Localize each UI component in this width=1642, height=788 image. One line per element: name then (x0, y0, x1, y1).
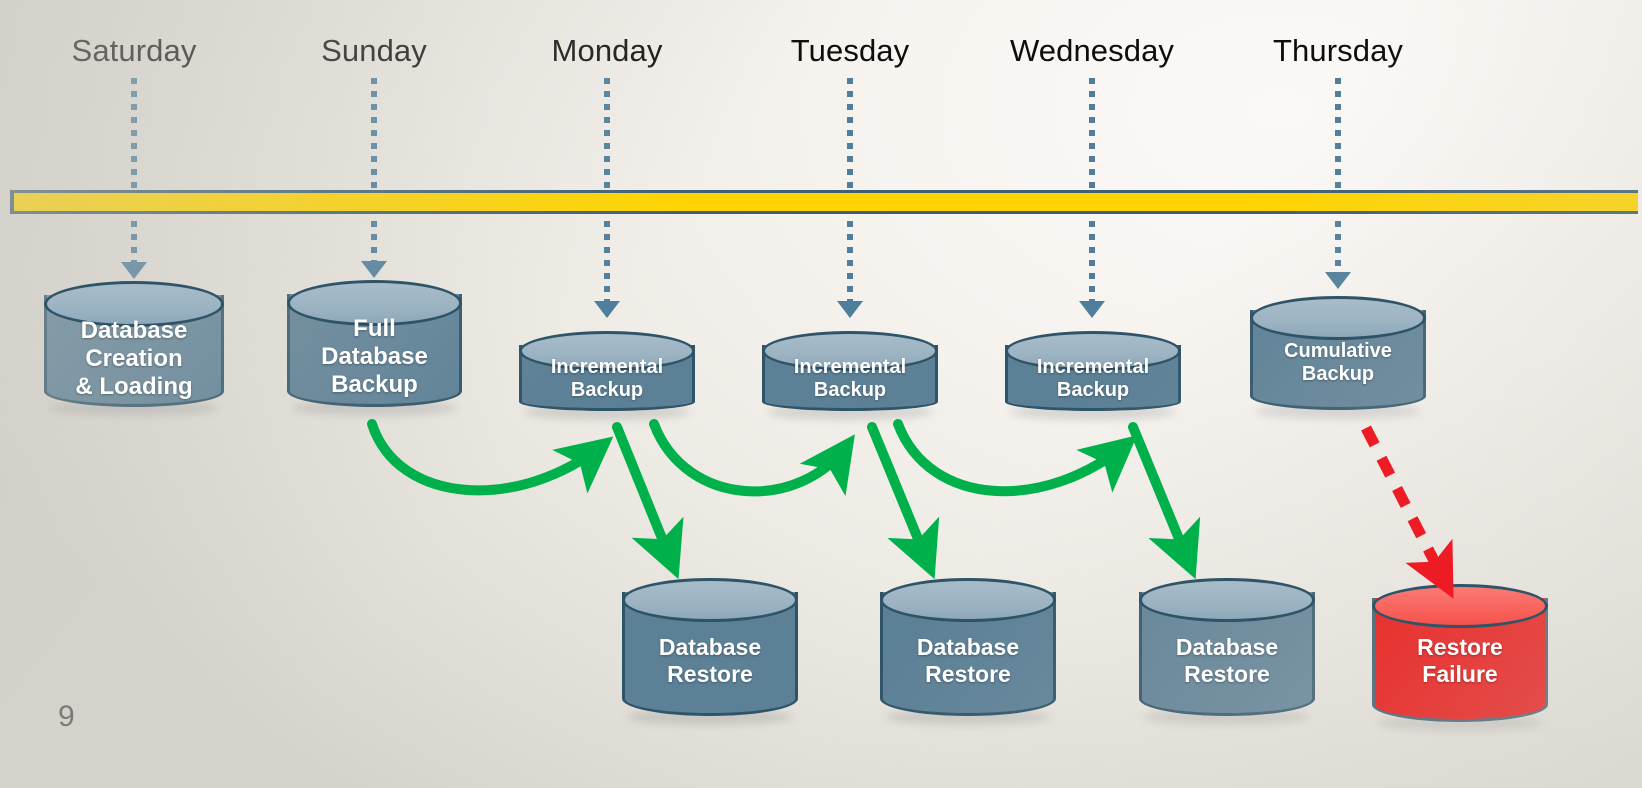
cylinder-label: Full Database Backup (287, 315, 462, 398)
page-number: 9 (58, 700, 75, 733)
cylinder-label-line: Full (353, 315, 396, 342)
cylinder-top (287, 280, 462, 326)
cylinder-top (1372, 584, 1548, 628)
cylinder-label-line: Database (1175, 634, 1279, 660)
day-label-wednesday: Wednesday (1009, 33, 1175, 68)
cylinder-label-line: Backup (1301, 363, 1375, 386)
dropper-line-thursday (1335, 78, 1341, 275)
cylinder-top (519, 331, 695, 371)
cylinder-label-line: Backup (1056, 379, 1130, 402)
cylinder-label-line: Failure (1422, 660, 1498, 687)
cylinder-label: Database Restore (622, 634, 798, 687)
cylinder-label-line: Database (321, 342, 428, 370)
cylinder-label-line: Incremental (550, 356, 664, 378)
cylinder-label-line: Cumulative (1284, 340, 1392, 362)
day-label-thursday: Thursday (1272, 33, 1404, 68)
arrow-tuesday-to-restore-2 (867, 422, 940, 580)
cylinder-label: Database Restore (880, 634, 1056, 687)
arrow-tuesday-to-wednesday (893, 419, 1138, 497)
arrow-full-backup-to-monday (367, 419, 614, 496)
cylinder-label: Incremental Backup (1005, 356, 1181, 402)
cylinder-top (880, 578, 1056, 622)
cylinder-top (1139, 578, 1315, 622)
cylinder-restore-failure[interactable]: Restore Failure (1372, 584, 1548, 731)
dropper-arrow-wednesday (1079, 301, 1105, 318)
cylinder-incremental-backup-monday[interactable]: Incremental Backup (519, 331, 695, 420)
cylinder-top (44, 281, 224, 327)
arrow-monday-to-restore-1 (612, 422, 684, 580)
cylinder-label-line: Backup (570, 379, 644, 402)
cylinder-label-line: Database (80, 317, 188, 344)
cylinder-top (1250, 296, 1426, 340)
cylinder-label-line: Incremental (1036, 356, 1150, 378)
cylinder-cumulative-backup[interactable]: Cumulative Backup (1250, 296, 1426, 419)
dropper-line-saturday (131, 78, 137, 265)
day-label-monday: Monday (551, 33, 663, 68)
day-label-saturday: Saturday (71, 33, 197, 68)
cylinder-label: Incremental Backup (519, 356, 695, 402)
cylinder-label-line: Restore (667, 660, 753, 687)
timeline-bar-left-cap (10, 190, 14, 214)
cylinder-top (762, 331, 938, 371)
cylinder-label-line: Database (658, 634, 762, 660)
cylinder-label-line: Backup (331, 370, 418, 398)
cylinder-database-restore-2[interactable]: Database Restore (880, 578, 1056, 725)
cylinder-full-database-backup[interactable]: Full Database Backup (287, 280, 462, 416)
cylinder-label: Restore Failure (1372, 634, 1548, 687)
cylinder-incremental-backup-wednesday[interactable]: Incremental Backup (1005, 331, 1181, 420)
dropper-arrow-sunday (361, 261, 387, 278)
dropper-arrow-tuesday (837, 301, 863, 318)
cylinder-label-line: Creation (85, 344, 183, 372)
cylinder-label-line: Restore (1417, 634, 1503, 660)
dropper-arrow-monday (594, 301, 620, 318)
cylinder-label: Database Creation & Loading (44, 317, 224, 400)
cylinder-database-restore-3[interactable]: Database Restore (1139, 578, 1315, 725)
arrow-wednesday-to-restore-3 (1128, 422, 1201, 580)
cylinder-label-line: Backup (813, 379, 887, 402)
arrow-monday-to-tuesday (649, 419, 855, 497)
cylinder-label: Cumulative Backup (1250, 340, 1426, 386)
cylinder-label-line: Database (916, 634, 1020, 660)
cylinder-label-line: Restore (925, 660, 1011, 687)
cylinder-label: Incremental Backup (762, 356, 938, 402)
cylinder-database-restore-1[interactable]: Database Restore (622, 578, 798, 725)
day-label-sunday: Sunday (321, 33, 427, 68)
arrow-cumulative-to-restore-failure (1361, 425, 1454, 599)
cylinder-label-line: Incremental (793, 356, 907, 378)
cylinder-label-line: Restore (1184, 660, 1270, 687)
cylinder-top (1005, 331, 1181, 371)
cylinder-label: Database Restore (1139, 634, 1315, 687)
cylinder-database-creation-loading[interactable]: Database Creation & Loading (44, 281, 224, 416)
cylinder-label-line: & Loading (75, 372, 193, 400)
dropper-arrow-thursday (1325, 272, 1351, 289)
cylinder-incremental-backup-tuesday[interactable]: Incremental Backup (762, 331, 938, 420)
timeline-bar (10, 190, 1638, 214)
day-label-tuesday: Tuesday (790, 33, 910, 68)
cylinder-top (622, 578, 798, 622)
dropper-line-sunday (371, 78, 377, 264)
dropper-arrow-saturday (121, 262, 147, 279)
